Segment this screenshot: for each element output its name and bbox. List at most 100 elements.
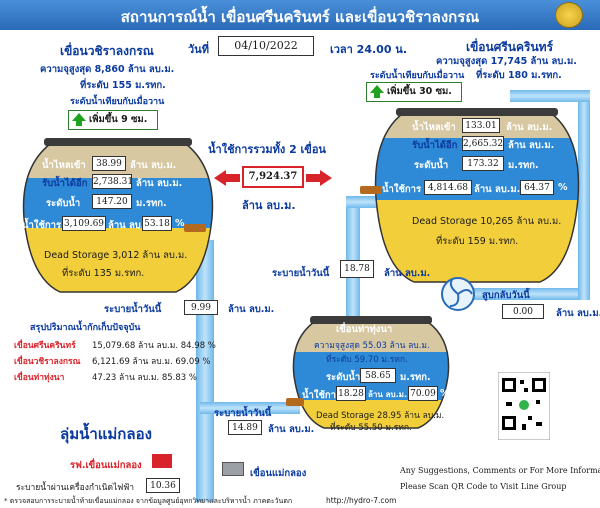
srinagarind-release-label: ระบายน้ำวันนี้	[272, 268, 330, 279]
vajiralongkorn-usable-label: น้ำใช้การ	[22, 220, 62, 231]
vajiralongkorn-change: เพิ่มขึ้น 9 ซม.	[89, 114, 148, 125]
srinagarind-inflow: 133.01	[462, 118, 500, 133]
vajiralongkorn-level: 147.20	[92, 194, 132, 209]
pipe-pump-up	[578, 100, 590, 300]
vajiralongkorn-usable: 3,109.69	[62, 216, 106, 231]
faucet-icon	[286, 398, 304, 406]
basin-title: ลุ่มน้ำแม่กลอง	[60, 425, 152, 443]
vajiralongkorn-release: 9.99	[184, 300, 218, 315]
thaphon-usable-unit: ล้าน ลบ.ม.	[368, 390, 407, 399]
vajiralongkorn-title: เขื่อนวชิราลงกรณ	[60, 44, 154, 58]
srinagarind-usable-label: น้ำใช้การ	[382, 184, 422, 195]
thaphon-usable: 18.28	[336, 386, 366, 401]
combined-label: น้ำใช้การรวมทั้ง 2 เขื่อน	[208, 143, 326, 156]
up-arrow-icon	[72, 113, 86, 126]
vajiralongkorn-inflow: 38.99	[92, 156, 126, 171]
srinagarind-level: 173.32	[462, 156, 504, 171]
summary-row-value: 15,079.68 ล้าน ลบ.ม. 84.98 %	[92, 341, 216, 351]
contact-line-2: Please Scan QR Code to Visit Line Group	[400, 482, 567, 491]
thaphon-release-label: ระบายน้ำวันนี้	[214, 408, 272, 419]
srinagarind-change-badge: เพิ่มขึ้น 30 ซม.	[366, 82, 462, 102]
time-label: เวลา 24.00 น.	[330, 43, 408, 56]
vajiralongkorn-inflow-unit: ล้าน ลบ.ม.	[130, 160, 177, 171]
thaphon-usable-label: น้ำใช้การ	[302, 390, 342, 401]
qr-code-icon[interactable]	[498, 372, 550, 440]
page-title: สถานการณ์น้ำ เขื่อนศรีนครินทร์ และเขื่อน…	[120, 8, 480, 26]
srinagarind-inflow-label: น้ำไหลเข้า	[412, 122, 456, 133]
combined-value: 7,924.37	[242, 166, 304, 188]
srinagarind-change: เพิ่มขึ้น 30 ซม.	[387, 86, 452, 97]
srinagarind-release: 18.78	[340, 260, 374, 278]
srinagarind-level-unit: ม.รทก.	[508, 160, 539, 171]
thaphon-dead-storage: Dead Storage 28.95 ล้าน ลบ.ม.	[316, 411, 445, 421]
summary-row-name: เขื่อนศรีนครินทร์	[14, 341, 76, 351]
srinagarind-release-unit: ล้าน ลบ.ม.	[384, 268, 431, 279]
srinagarind-receivable-label: รับน้ำได้อีก	[412, 140, 458, 151]
srinagarind-inflow-unit: ล้าน ลบ.ม.	[506, 122, 553, 133]
pipe-thaphon-outlet	[200, 402, 300, 414]
maeklong-dam-label: เขื่อนแม่กลอง	[250, 468, 307, 479]
thaphon-capacity: ความจุสูงสุด 55.03 ล้าน ลบ.ม.	[314, 341, 430, 351]
vajiralongkorn-level-label: ระดับน้ำ	[46, 198, 81, 209]
vajiralongkorn-release-unit: ล้าน ลบ.ม.	[228, 304, 275, 315]
footer-url[interactable]: http://hydro-7.com	[326, 496, 397, 505]
thaphon-pct-sign: %	[440, 388, 450, 399]
vajiralongkorn-level-max: ที่ระดับ 155 ม.รทก.	[80, 80, 166, 91]
thaphon-usable-pct: 70.09	[408, 386, 438, 401]
srinagarind-tank	[374, 108, 580, 283]
vajiralongkorn-change-badge: เพิ่มขึ้น 9 ซม.	[68, 110, 158, 130]
srinagarind-compare-label: ระดับน้ำเทียบกับเมื่อวาน	[370, 71, 465, 81]
plant-release: 10.36	[146, 478, 180, 493]
vajiralongkorn-inflow-label: น้ำไหลเข้า	[42, 160, 86, 171]
power-plant-icon	[152, 454, 172, 468]
vajiralongkorn-release-label: ระบายน้ำวันนี้	[104, 304, 162, 315]
vajiralongkorn-receivable: 2,738.31	[92, 174, 133, 189]
emblem-logo	[555, 2, 583, 28]
combined-unit: ล้าน ลบ.ม.	[242, 199, 296, 212]
pipe-pump-return	[470, 288, 590, 300]
footer-note: * ตรวจสอบการระบายน้ำท้ายเขื่อนแม่กลอง จา…	[4, 497, 293, 505]
srinagarind-pct-sign: %	[558, 182, 568, 193]
pipe-pump-top	[510, 90, 590, 102]
vajiralongkorn-usable-unit: ล้าน ลบ.ม.	[108, 220, 155, 231]
pumpback-label: สูบกลับวันนี้	[482, 290, 530, 301]
vajiralongkorn-compare-label: ระดับน้ำเทียบกับเมื่อวาน	[70, 97, 165, 107]
plant-release-label: ระบายน้ำผ่านเครื่องกำเนิดไฟฟ้า	[16, 483, 135, 493]
srinagarind-receivable: 2,665.32	[462, 136, 504, 151]
pump-icon	[441, 277, 475, 311]
summary-title: สรุปปริมาณน้ำกักเก็บปัจจุบัน	[30, 323, 141, 333]
summary-row-value: 6,121.69 ล้าน ลบ.ม. 69.09 %	[92, 357, 211, 367]
left-arrow-icon	[214, 170, 240, 186]
date-value: 04/10/2022	[218, 36, 314, 56]
vajiralongkorn-usable-pct: 53.18	[142, 216, 172, 231]
date-label: วันที่	[188, 43, 209, 56]
right-arrow-icon	[306, 170, 332, 186]
srinagarind-level-label: ระดับน้ำ	[414, 160, 449, 171]
srinagarind-usable: 4,814.68	[424, 180, 472, 195]
vajiralongkorn-receivable-label: รับน้ำได้อีก	[42, 178, 88, 189]
vajiralongkorn-capacity: ความจุสูงสุด 8,860 ล้าน ลบ.ม.	[40, 64, 175, 75]
dam-icon	[222, 462, 244, 476]
srinagarind-dead-level: ที่ระดับ 159 ม.รทก.	[436, 236, 519, 247]
faucet-icon	[184, 224, 206, 232]
header-bar	[0, 0, 600, 30]
summary-row-name: เขื่อนท่าทุ่งนา	[14, 373, 65, 383]
thaphon-release: 14.89	[228, 420, 262, 435]
pumpback-unit: ล้าน ลบ.ม.	[556, 308, 600, 319]
thaphon-level-label: ระดับน้ำ	[326, 372, 361, 383]
vajiralongkorn-dead-level: ที่ระดับ 135 ม.รทก.	[62, 268, 145, 279]
thaphon-release-unit: ล้าน ลบ.ม.	[268, 424, 315, 435]
vajiralongkorn-receivable-unit: ล้าน ลบ.ม.	[136, 178, 183, 189]
srinagarind-receivable-unit: ล้าน ลบ.ม.	[508, 140, 555, 151]
up-arrow-icon	[370, 85, 384, 98]
summary-row-name: เขื่อนวชิราลงกรณ	[14, 357, 81, 367]
contact-line-1: Any Suggestions, Comments or For More In…	[400, 466, 600, 475]
plant-label: รฟ.เขื่อนแม่กลอง	[70, 460, 142, 471]
srinagarind-dead-storage: Dead Storage 10,265 ล้าน ลบ.ม.	[412, 216, 562, 227]
thaphon-level: 58.65	[360, 368, 396, 383]
srinagarind-usable-pct: 64.37	[520, 180, 554, 195]
faucet-icon	[360, 186, 382, 194]
vajiralongkorn-level-unit: ม.รทก.	[136, 198, 167, 209]
srinagarind-usable-unit: ล้าน ลบ.ม.	[474, 184, 521, 195]
srinagarind-level-max: ที่ระดับ 180 ม.รทก.	[476, 70, 562, 81]
